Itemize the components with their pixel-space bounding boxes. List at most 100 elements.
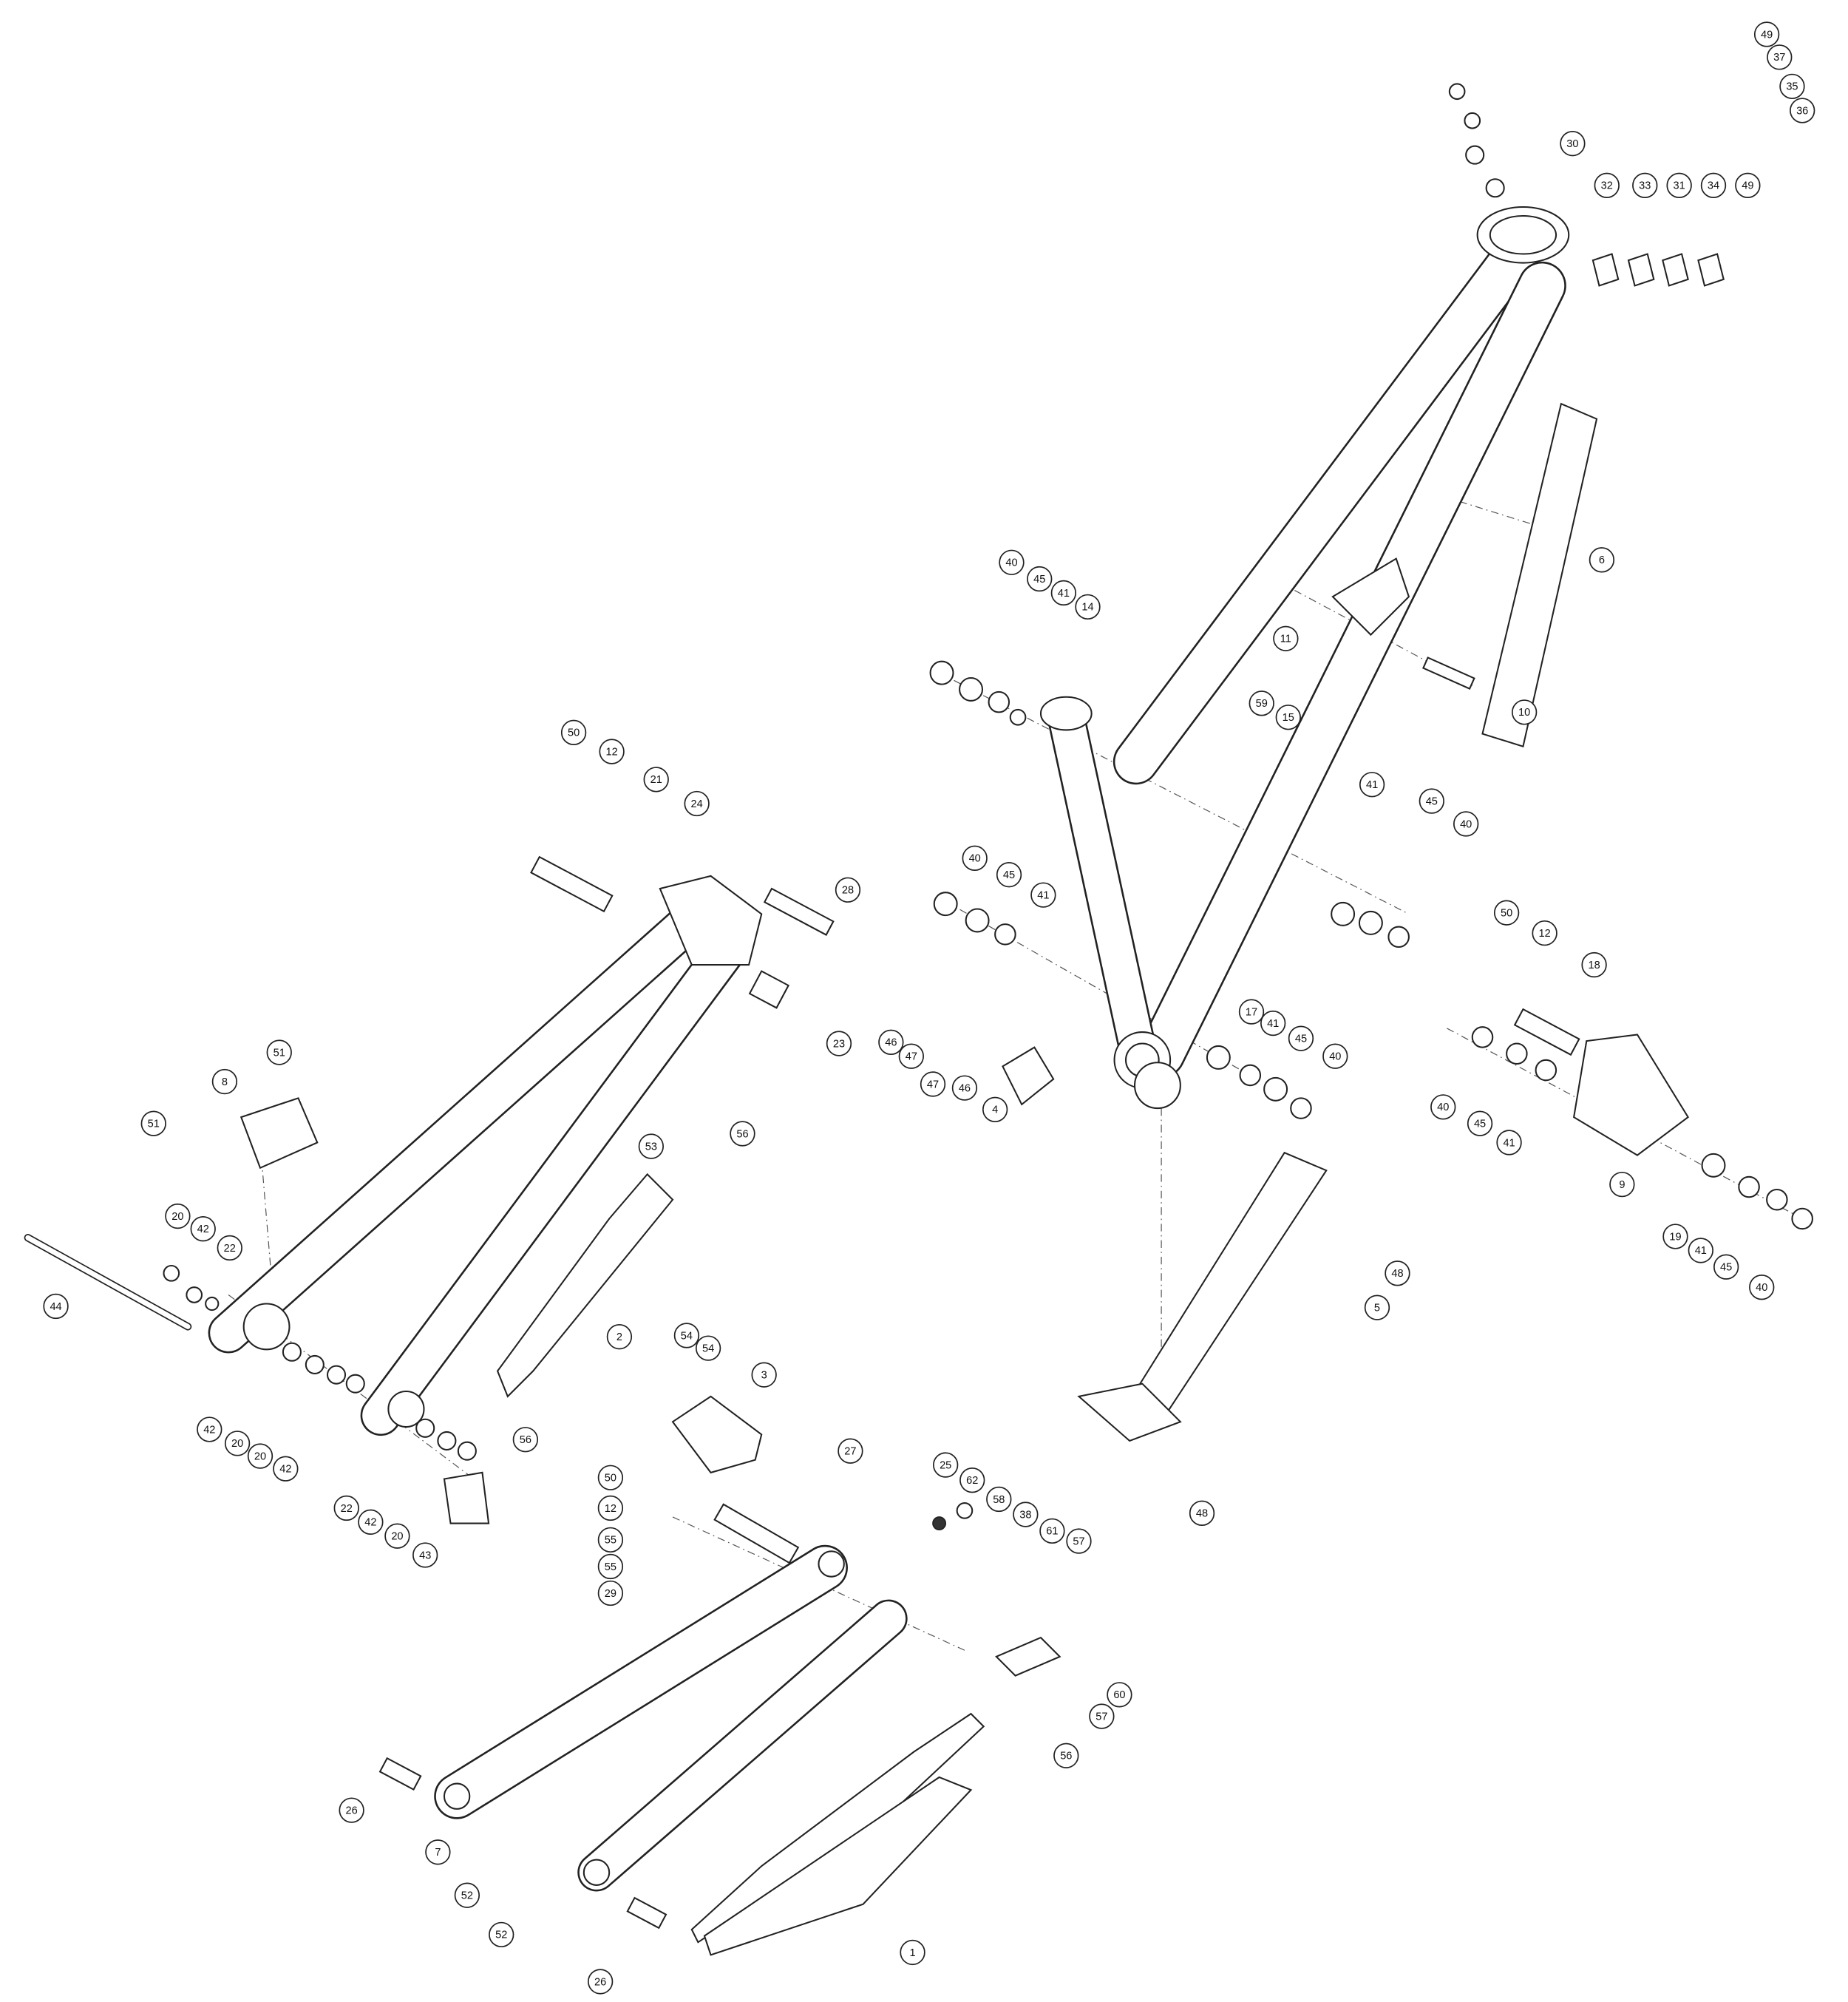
callout-number: 41 bbox=[1366, 779, 1378, 791]
callout-badge: 41 bbox=[1359, 772, 1385, 798]
callout-circle bbox=[560, 719, 587, 746]
callout-badge: 55 bbox=[597, 1527, 624, 1553]
callout-badge: 43 bbox=[412, 1542, 438, 1568]
callout-number: 50 bbox=[1501, 908, 1512, 920]
washer-stack bbox=[163, 83, 1813, 1531]
callout-circle bbox=[1359, 772, 1385, 798]
callout-circle bbox=[1688, 1238, 1713, 1263]
callout-badge: 19 bbox=[1662, 1224, 1688, 1249]
callout-number: 41 bbox=[1267, 1018, 1279, 1030]
part-2-chainstay-protector bbox=[496, 1173, 674, 1398]
callout-badge: 57 bbox=[1066, 1528, 1092, 1554]
callout-badge: 31 bbox=[1666, 172, 1692, 198]
callout-number: 45 bbox=[1295, 1034, 1307, 1045]
callout-circle bbox=[1532, 920, 1557, 946]
callout-circle bbox=[140, 1110, 166, 1136]
callout-circle bbox=[962, 845, 988, 872]
callout-number: 47 bbox=[927, 1079, 939, 1090]
frame-parts bbox=[24, 83, 1813, 1956]
callout-circle bbox=[217, 1235, 242, 1261]
callout-number: 14 bbox=[1081, 602, 1093, 614]
callout-circle bbox=[597, 1527, 624, 1553]
callout-badge: 51 bbox=[266, 1039, 292, 1065]
callout-badge: 57 bbox=[1089, 1703, 1115, 1729]
callout-circle bbox=[587, 1969, 614, 1995]
callout-circle bbox=[1735, 172, 1761, 198]
callout-number: 11 bbox=[1280, 634, 1291, 645]
callout-circle bbox=[339, 1797, 364, 1823]
callout-number: 31 bbox=[1674, 180, 1685, 192]
callout-badge: 38 bbox=[1013, 1502, 1039, 1527]
callout-badge: 22 bbox=[217, 1235, 242, 1261]
callout-circle bbox=[43, 1293, 69, 1320]
callout-badge: 36 bbox=[1790, 98, 1815, 123]
callout-number: 42 bbox=[279, 1464, 291, 1476]
callout-badge: 12 bbox=[599, 739, 625, 764]
callout-circle bbox=[1385, 1260, 1410, 1286]
callout-badge: 42 bbox=[197, 1416, 222, 1442]
callout-circle bbox=[512, 1427, 539, 1453]
callout-number: 32 bbox=[1601, 180, 1613, 192]
callout-circle bbox=[1589, 547, 1615, 573]
callout-circle bbox=[900, 1939, 925, 1966]
callout-number: 22 bbox=[224, 1243, 236, 1255]
callout-badge: 22 bbox=[333, 1495, 359, 1521]
callout-number: 23 bbox=[833, 1038, 845, 1050]
callout-circle bbox=[597, 1495, 624, 1521]
callout-number: 56 bbox=[1060, 1751, 1072, 1762]
callout-circle bbox=[1666, 172, 1692, 198]
callout-badge: 14 bbox=[1075, 594, 1101, 620]
callout-circle bbox=[751, 1362, 777, 1388]
callout-badge: 26 bbox=[339, 1797, 364, 1823]
callout-circle bbox=[673, 1323, 700, 1348]
callout-badge: 20 bbox=[384, 1523, 410, 1549]
callout-badge: 40 bbox=[962, 845, 988, 872]
callout-circle bbox=[1419, 788, 1444, 814]
callout-number: 20 bbox=[171, 1211, 183, 1223]
callout-number: 48 bbox=[1196, 1508, 1208, 1520]
part-44-rear-axle bbox=[24, 1234, 192, 1331]
callout-circle bbox=[273, 1456, 299, 1482]
callout-number: 40 bbox=[1460, 818, 1472, 830]
callout-number: 10 bbox=[1518, 707, 1530, 719]
callout-number: 37 bbox=[1773, 52, 1785, 64]
callout-circle bbox=[597, 1553, 624, 1580]
callout-badge: 44 bbox=[43, 1293, 69, 1320]
callout-badge: 17 bbox=[1238, 999, 1265, 1025]
callout-badge: 41 bbox=[1496, 1130, 1522, 1156]
callout-number: 47 bbox=[906, 1051, 917, 1063]
callout-circle bbox=[1594, 172, 1620, 198]
callout-number: 60 bbox=[1113, 1689, 1125, 1701]
callout-circle bbox=[1493, 900, 1520, 926]
callout-badge: 40 bbox=[1453, 811, 1479, 837]
part-7-swingarm bbox=[434, 1544, 908, 1892]
callout-number: 29 bbox=[605, 1588, 616, 1600]
callout-number: 30 bbox=[1566, 138, 1578, 150]
callout-badge: 45 bbox=[1027, 566, 1053, 592]
callout-number: 59 bbox=[1256, 698, 1268, 710]
callout-badge: 52 bbox=[489, 1921, 514, 1948]
callout-circle bbox=[1189, 1500, 1215, 1526]
callout-badge: 1 bbox=[900, 1939, 925, 1966]
callout-badge: 37 bbox=[1767, 44, 1793, 70]
callout-badge: 35 bbox=[1779, 73, 1805, 100]
callout-circle bbox=[1027, 566, 1053, 592]
callout-circle bbox=[986, 1486, 1012, 1513]
callout-badge: 4 bbox=[982, 1096, 1008, 1122]
callout-number: 50 bbox=[605, 1473, 616, 1484]
callout-number: 45 bbox=[1003, 869, 1015, 881]
callout-circle bbox=[190, 1216, 216, 1242]
callout-number: 35 bbox=[1786, 81, 1798, 93]
callout-badge: 46 bbox=[951, 1075, 978, 1101]
callout-badge: 48 bbox=[1385, 1260, 1410, 1286]
callout-number: 6 bbox=[1599, 554, 1605, 566]
callout-number: 62 bbox=[966, 1475, 978, 1487]
callout-circle bbox=[638, 1133, 665, 1159]
callout-number: 41 bbox=[1695, 1245, 1707, 1257]
callout-circle bbox=[211, 1068, 238, 1095]
callout-number: 38 bbox=[1019, 1509, 1031, 1521]
callout-number: 3 bbox=[761, 1370, 767, 1382]
callout-number: 45 bbox=[1033, 574, 1045, 586]
callout-number: 52 bbox=[461, 1890, 473, 1902]
